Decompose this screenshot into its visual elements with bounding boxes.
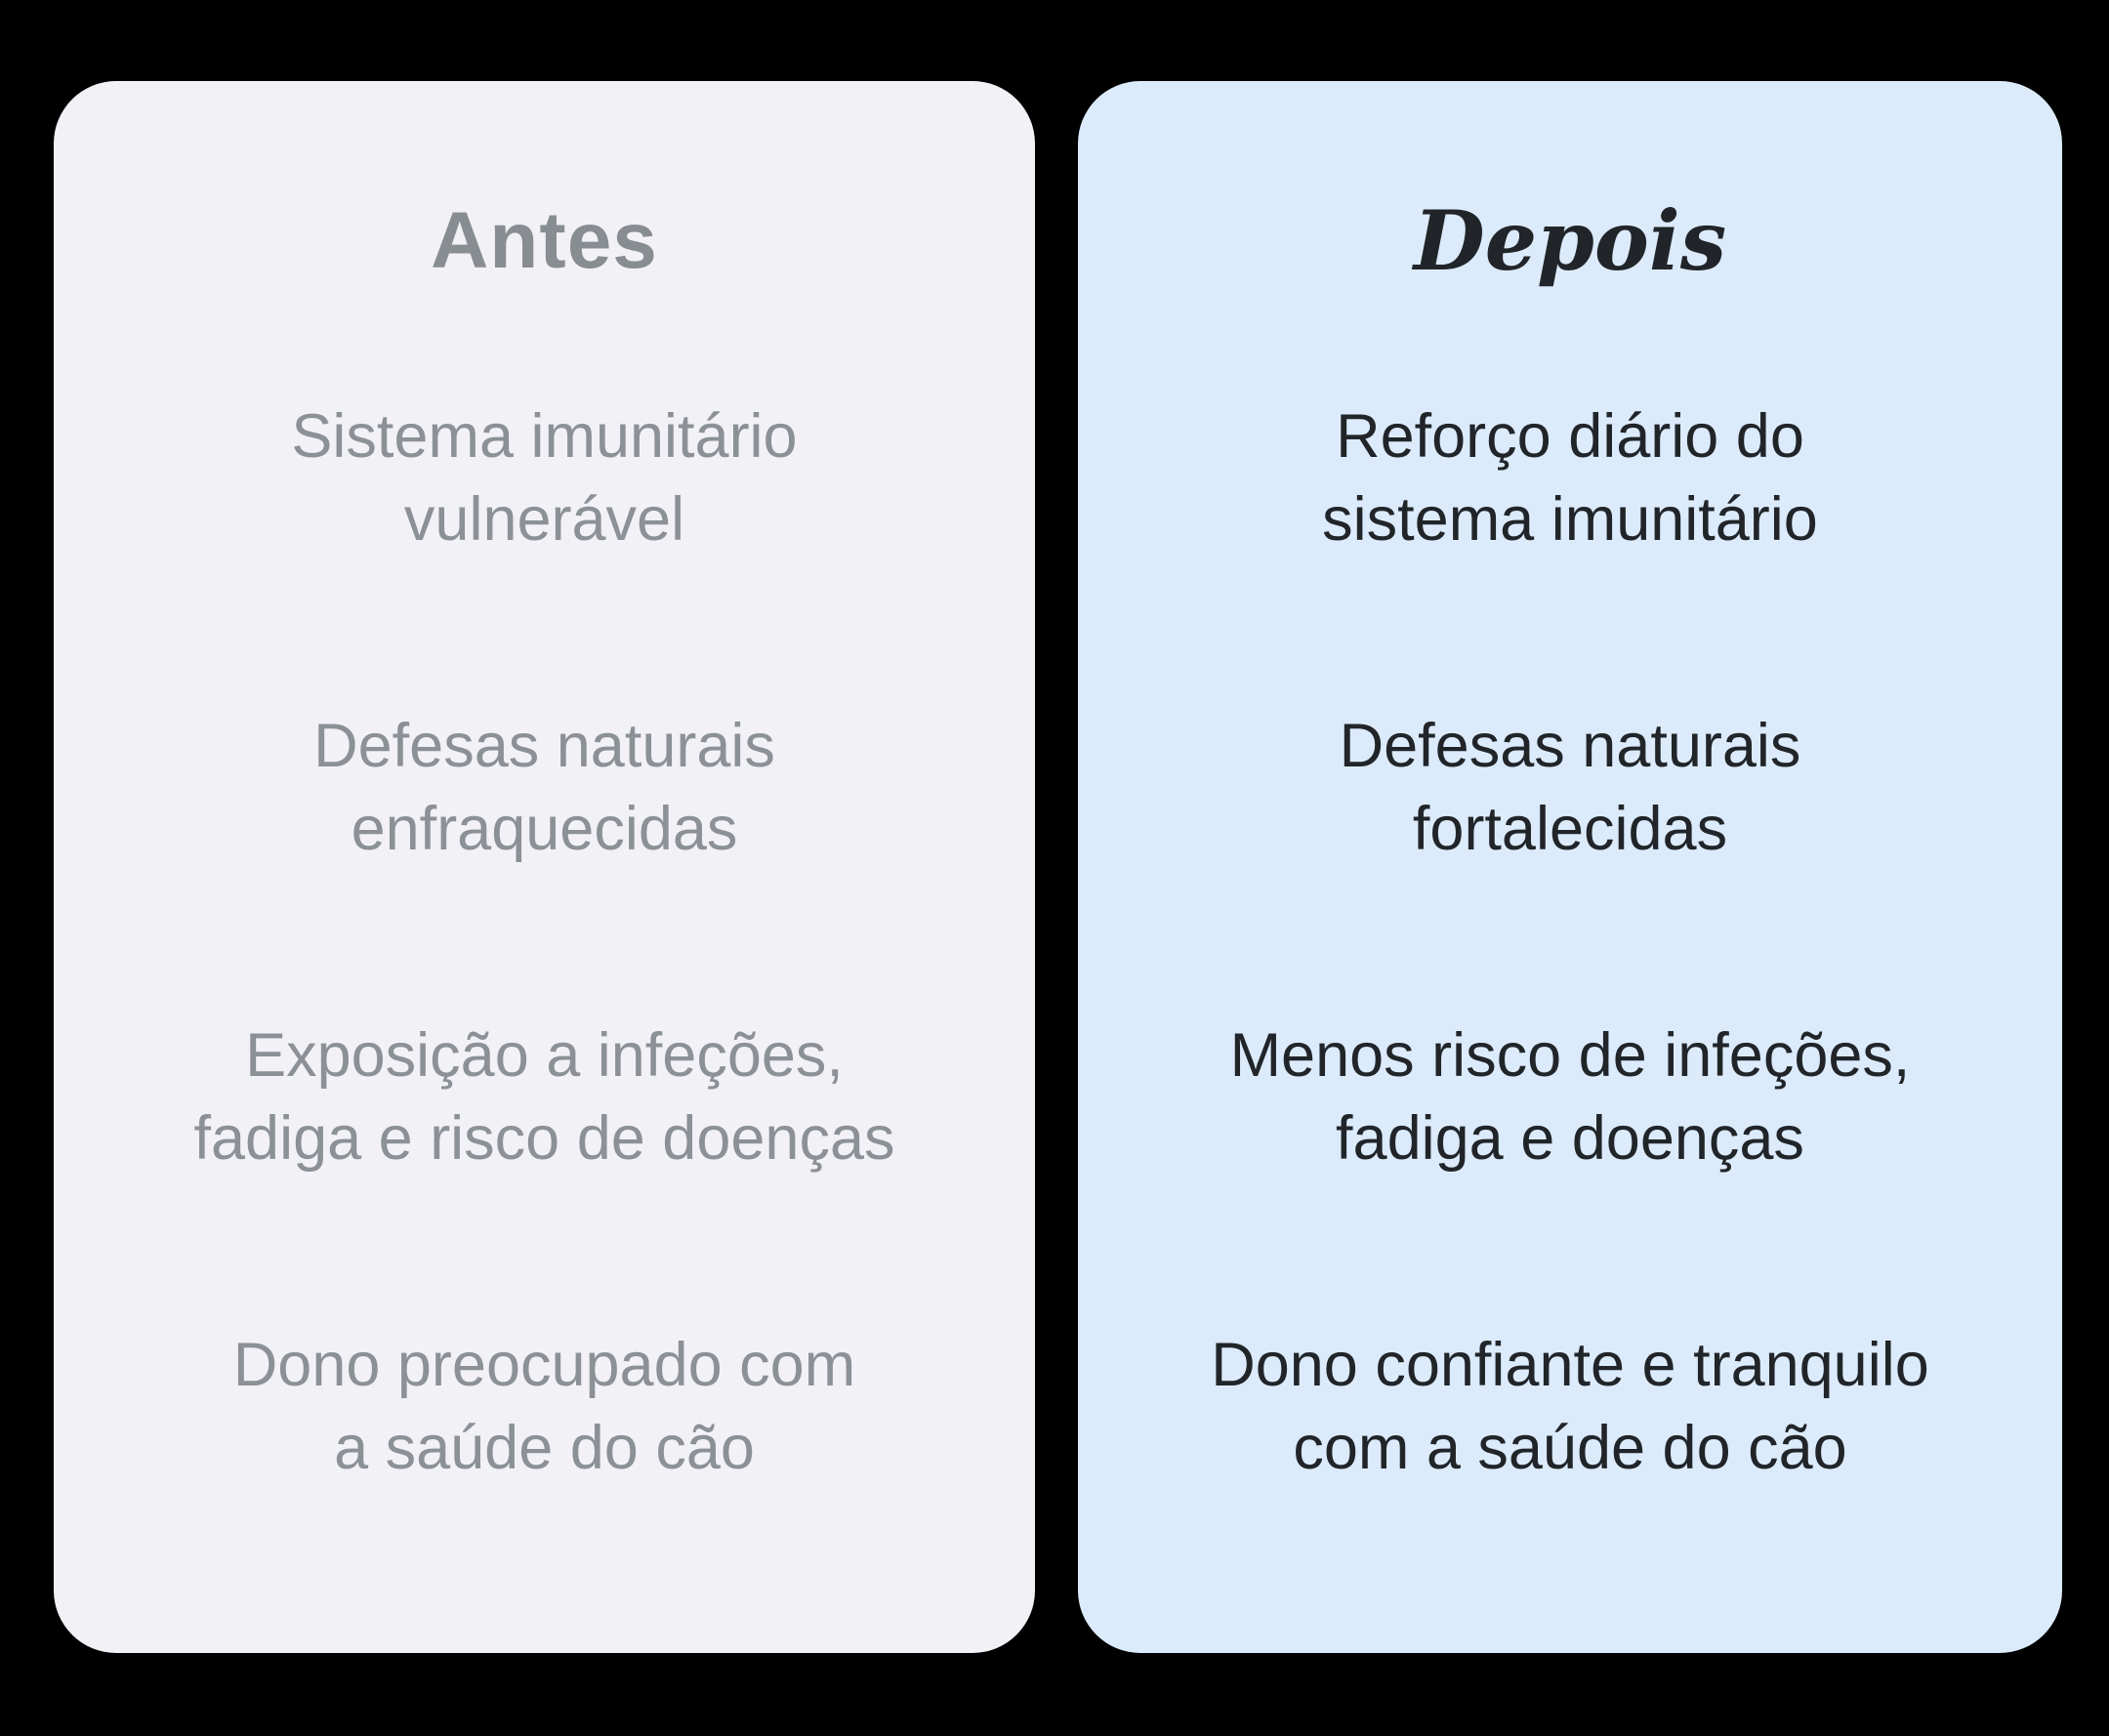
before-row-owner-feeling: Dono preocupado com a saúde do cão [54, 1324, 1035, 1490]
after-card: Depois Reforço diário do sistema imunitá… [1078, 81, 2062, 1653]
before-card-rows: Sistema imunitário vulnerável Defesas na… [54, 395, 1035, 1490]
after-card-rows: Reforço diário do sistema imunitário Def… [1078, 395, 2062, 1490]
row-line: Menos risco de infeções, [1229, 1021, 1911, 1090]
row-line: Dono confiante e tranquilo [1211, 1331, 1929, 1399]
row-line: vulnerável [403, 485, 685, 554]
row-line: Exposição a infeções, [245, 1021, 844, 1090]
after-row-infection-risk: Menos risco de infeções, fadiga e doença… [1078, 1014, 2062, 1180]
before-row-natural-defenses: Defesas naturais enfraquecidas [54, 705, 1035, 871]
row-line: com a saúde do cão [1293, 1414, 1847, 1482]
row-line: fadiga e risco de doenças [193, 1104, 895, 1173]
row-line: Sistema imunitário [291, 402, 798, 471]
after-row-owner-feeling: Dono confiante e tranquilo com a saúde d… [1078, 1324, 2062, 1490]
before-row-infection-risk: Exposição a infeções, fadiga e risco de … [54, 1014, 1035, 1180]
after-row-natural-defenses: Defesas naturais fortalecidas [1078, 705, 2062, 871]
row-line: a saúde do cão [334, 1414, 755, 1482]
row-line: enfraquecidas [351, 795, 738, 863]
row-line: Dono preocupado com [232, 1331, 856, 1399]
after-row-immune-system: Reforço diário do sistema imunitário [1078, 395, 2062, 561]
row-line: Defesas naturais [1339, 712, 1801, 780]
row-line: sistema imunitário [1322, 485, 1818, 554]
before-card: Antes Sistema imunitário vulnerável Defe… [54, 81, 1035, 1653]
row-line: Reforço diário do [1336, 402, 1804, 471]
row-line: fadiga e doenças [1336, 1104, 1804, 1173]
before-row-immune-system: Sistema imunitário vulnerável [54, 395, 1035, 561]
before-card-title: Antes [431, 196, 658, 285]
after-card-title: Depois [1413, 192, 1727, 289]
row-line: fortalecidas [1412, 795, 1728, 863]
row-line: Defesas naturais [313, 712, 775, 780]
